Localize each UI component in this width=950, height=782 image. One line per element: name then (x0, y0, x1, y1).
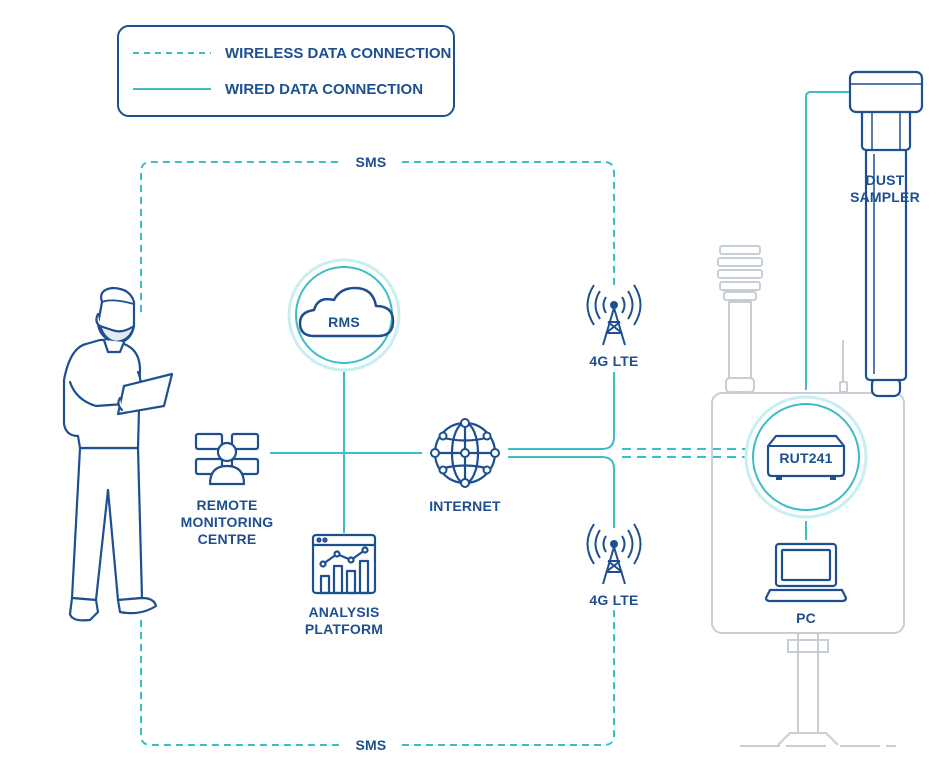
analysis-chart-icon (311, 533, 377, 595)
remote-monitoring-label: REMOTE MONITORING CENTRE (175, 497, 279, 548)
dust-sampler-icon (848, 70, 924, 398)
analysis-label-line1: ANALYSIS (308, 604, 380, 620)
lte-top-label: 4G LTE (589, 353, 639, 369)
router-node (744, 395, 868, 519)
lte-tower-bottom-icon (586, 523, 642, 585)
weather-sensor (719, 245, 761, 255)
laptop-icon (764, 542, 848, 603)
dust-label-line2: SAMPLER (850, 189, 920, 205)
sms-bottom-label: SMS (340, 737, 402, 754)
legend-wireless-label: WIRELESS DATA CONNECTION (225, 45, 452, 62)
monitoring-station (711, 245, 905, 747)
sms-loops (140, 161, 615, 746)
analysis-platform-label: ANALYSIS PLATFORM (300, 604, 388, 638)
analysis-label-line2: PLATFORM (304, 621, 384, 637)
lte-bottom-link (508, 456, 615, 528)
router-label: RUT241 (779, 450, 833, 466)
globe-nodes (430, 418, 500, 488)
sms-top-path (140, 161, 615, 312)
station-pole (797, 632, 819, 734)
legend-lines (133, 52, 211, 90)
person-with-tablet-icon (62, 286, 174, 622)
lte-top-link (508, 372, 615, 450)
sms-bottom-path (140, 608, 615, 746)
remote-label-line3: CENTRE (197, 531, 257, 547)
rms-label: RMS (328, 314, 360, 330)
remote-label-line2: MONITORING (180, 514, 274, 530)
lte-tower-top-icon (586, 284, 642, 346)
cloud-icon (298, 286, 395, 338)
sms-top-label: SMS (340, 154, 402, 171)
internet-label: INTERNET (429, 498, 501, 514)
legend-wired-label: WIRED DATA CONNECTION (225, 81, 424, 98)
monitoring-centre-icon (194, 432, 260, 486)
dust-sampler-label: DUST SAMPLER (840, 172, 930, 206)
lte-bottom-label: 4G LTE (589, 592, 639, 608)
pc-label: PC (796, 610, 816, 626)
wireless-router-link (622, 448, 752, 458)
legend: WIRELESS DATA CONNECTION WIRED DATA CONN… (117, 25, 455, 117)
remote-label-line1: REMOTE (196, 497, 258, 513)
rms-node (287, 258, 401, 372)
dust-sampler-link (805, 91, 850, 390)
dust-label-line1: DUST (865, 172, 905, 188)
wired-lines (270, 91, 850, 540)
